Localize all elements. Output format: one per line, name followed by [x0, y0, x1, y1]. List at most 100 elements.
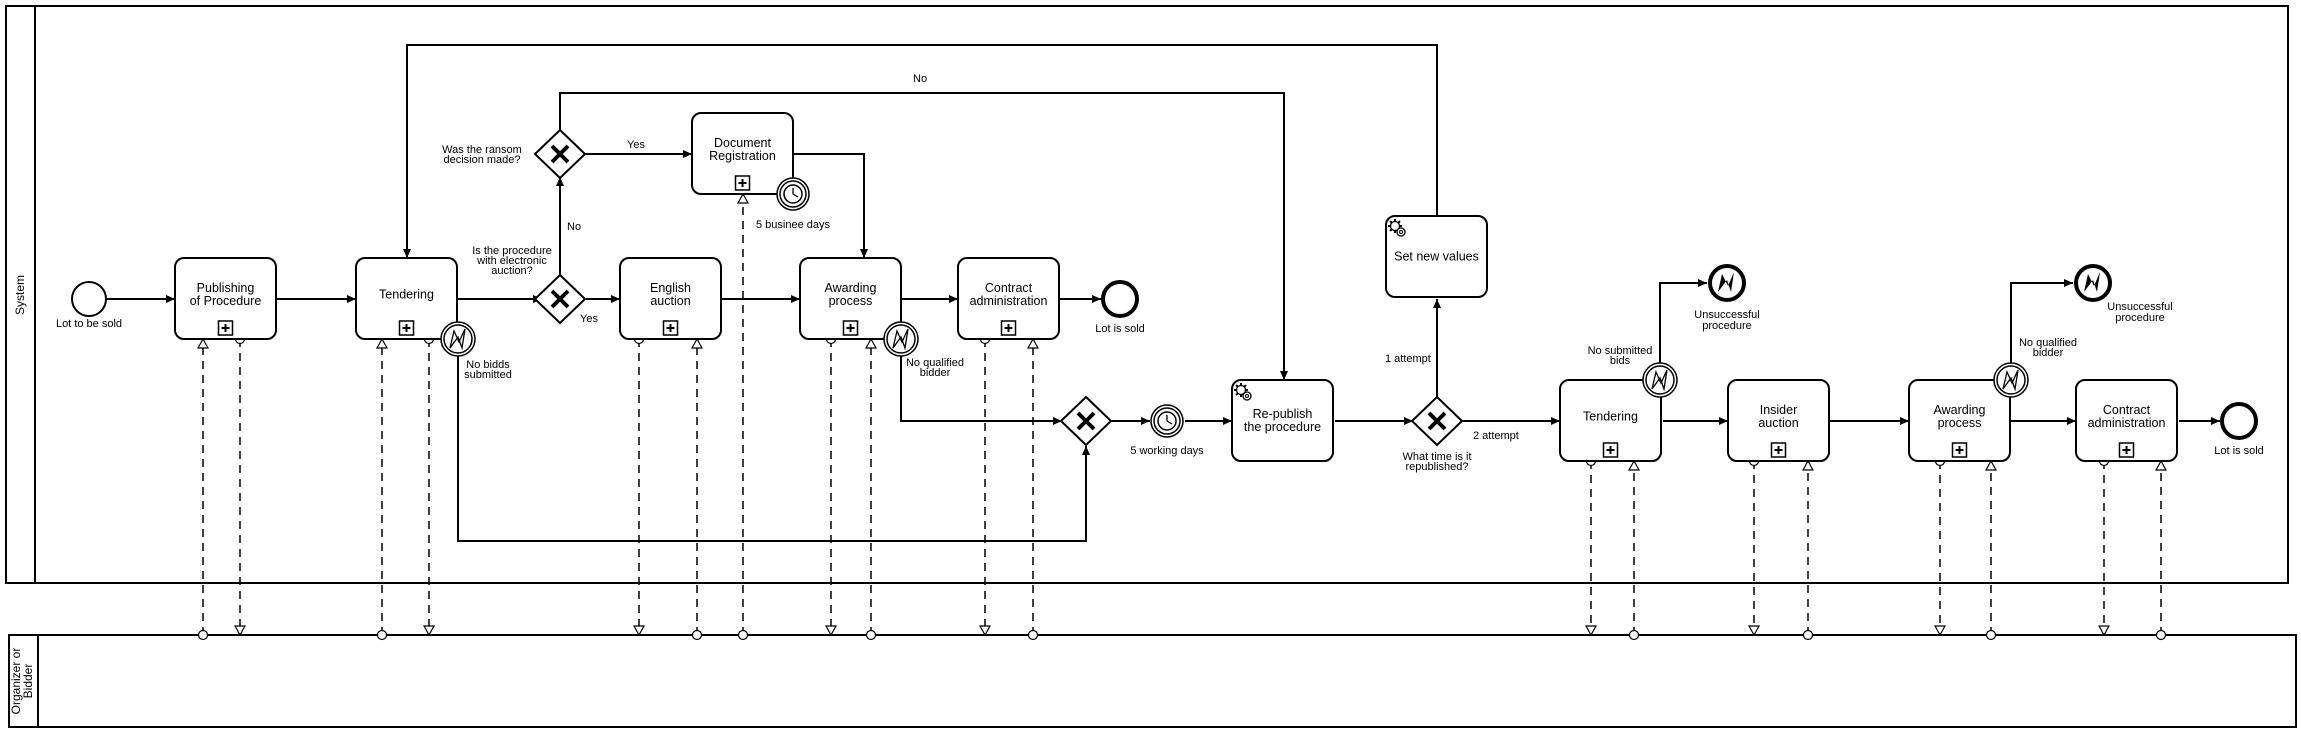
boundary-error-label-line: bidder [2033, 347, 2064, 359]
task-label-line: Awarding [825, 281, 877, 295]
flow-tender-error-gateway [457, 353, 1090, 542]
sequence-flows [107, 44, 2220, 542]
plus-icon [666, 324, 675, 332]
gateway-label-line: Was the ransom [442, 144, 522, 156]
gateway-merge[interactable] [1059, 395, 1113, 447]
task-label-line: Re-publish [1253, 407, 1313, 421]
plus-icon [2122, 446, 2131, 454]
task-setnew[interactable]: Set new values [1385, 215, 1488, 298]
plus-icon [738, 179, 747, 187]
start-event-circle [71, 281, 107, 317]
clock-hands [792, 188, 799, 198]
gateway-label-line: decision made? [443, 154, 520, 166]
gateway-x-icon [550, 144, 570, 164]
boundary-error-label-line: submitted [464, 369, 512, 381]
pool-organizer: Organizer orBidder [8, 634, 2297, 728]
task-label: Tendering [379, 288, 434, 302]
task-label-line: Insider [1760, 403, 1798, 417]
flow-label-attempt: 2 attempt [1473, 430, 1519, 442]
end-event[interactable]: Lot is sold [1095, 280, 1145, 335]
task-label-line: administration [2088, 416, 2166, 430]
gear-icon [1388, 219, 1406, 237]
task-box [2075, 379, 2178, 462]
flow-tender2-error-unsuccessful [1659, 279, 1707, 364]
task-label: Set new values [1394, 250, 1479, 264]
timer-event-work[interactable]: 5 working days [1130, 404, 1204, 457]
error-end-event-label-line: procedure [2115, 312, 2165, 324]
task-box [1908, 379, 2011, 462]
end-event-circle [1101, 280, 1139, 318]
end-event-label: Lot is sold [2214, 445, 2264, 457]
timer-event-doc[interactable]: 5 businee days [756, 177, 830, 231]
plus-icon [1955, 446, 1964, 454]
flow-award2-error-unsuccessful [2010, 279, 2073, 364]
task-label-line: Tendering [1583, 410, 1638, 424]
flow-label-no: No [913, 73, 927, 85]
timer-label: 5 working days [1130, 445, 1204, 457]
plus-icon [1004, 324, 1013, 332]
error-icon [1651, 369, 1668, 392]
task-label-line: auction [1758, 416, 1798, 430]
flow-award-error-gateway [900, 352, 1062, 425]
gateway-label-line: Is the procedure [472, 245, 552, 257]
error-icon [2084, 272, 2100, 292]
clock-hands [1166, 415, 1173, 425]
task-tendering2[interactable]: Tendering [1559, 379, 1662, 462]
gateway-x-icon [550, 289, 570, 309]
error-end-event-label-line: Unsuccessful [2107, 301, 2172, 313]
gear-icon [1234, 383, 1252, 401]
task-box [619, 257, 722, 340]
gateway-label-line: What time is it [1402, 451, 1471, 463]
task-box [1385, 215, 1488, 298]
plus-icon [1774, 446, 1783, 454]
task-box [174, 257, 277, 340]
flow-ransom-no-republish [559, 92, 1288, 380]
task-label-line: Tendering [379, 288, 434, 302]
task-tendering1[interactable]: Tendering [355, 257, 458, 340]
start-event[interactable]: Lot to be sold [56, 281, 122, 330]
pool-system-label: System [13, 275, 27, 315]
error-end-event-label-line: procedure [1702, 320, 1752, 332]
plus-icon [846, 324, 855, 332]
task-label-line: process [1938, 416, 1982, 430]
pool-organizer-label-line: Bidder [21, 664, 35, 699]
flow-labels: Yes Yes No No 1 attempt 2 attempt [567, 73, 1519, 442]
gateway-label-line: auction? [491, 265, 533, 277]
boundary-error-label-line: No qualified [906, 357, 964, 369]
task-label-line: Publishing [197, 281, 255, 295]
message-flows [203, 194, 2161, 635]
task-label-line: English [650, 281, 691, 295]
end-event[interactable]: Lot is sold [2214, 402, 2264, 457]
task-label-line: Document [714, 136, 771, 150]
plus-icon [221, 324, 230, 332]
boundary-error-label-line: bids [1610, 355, 1631, 367]
flow-label-no: No [567, 221, 581, 233]
